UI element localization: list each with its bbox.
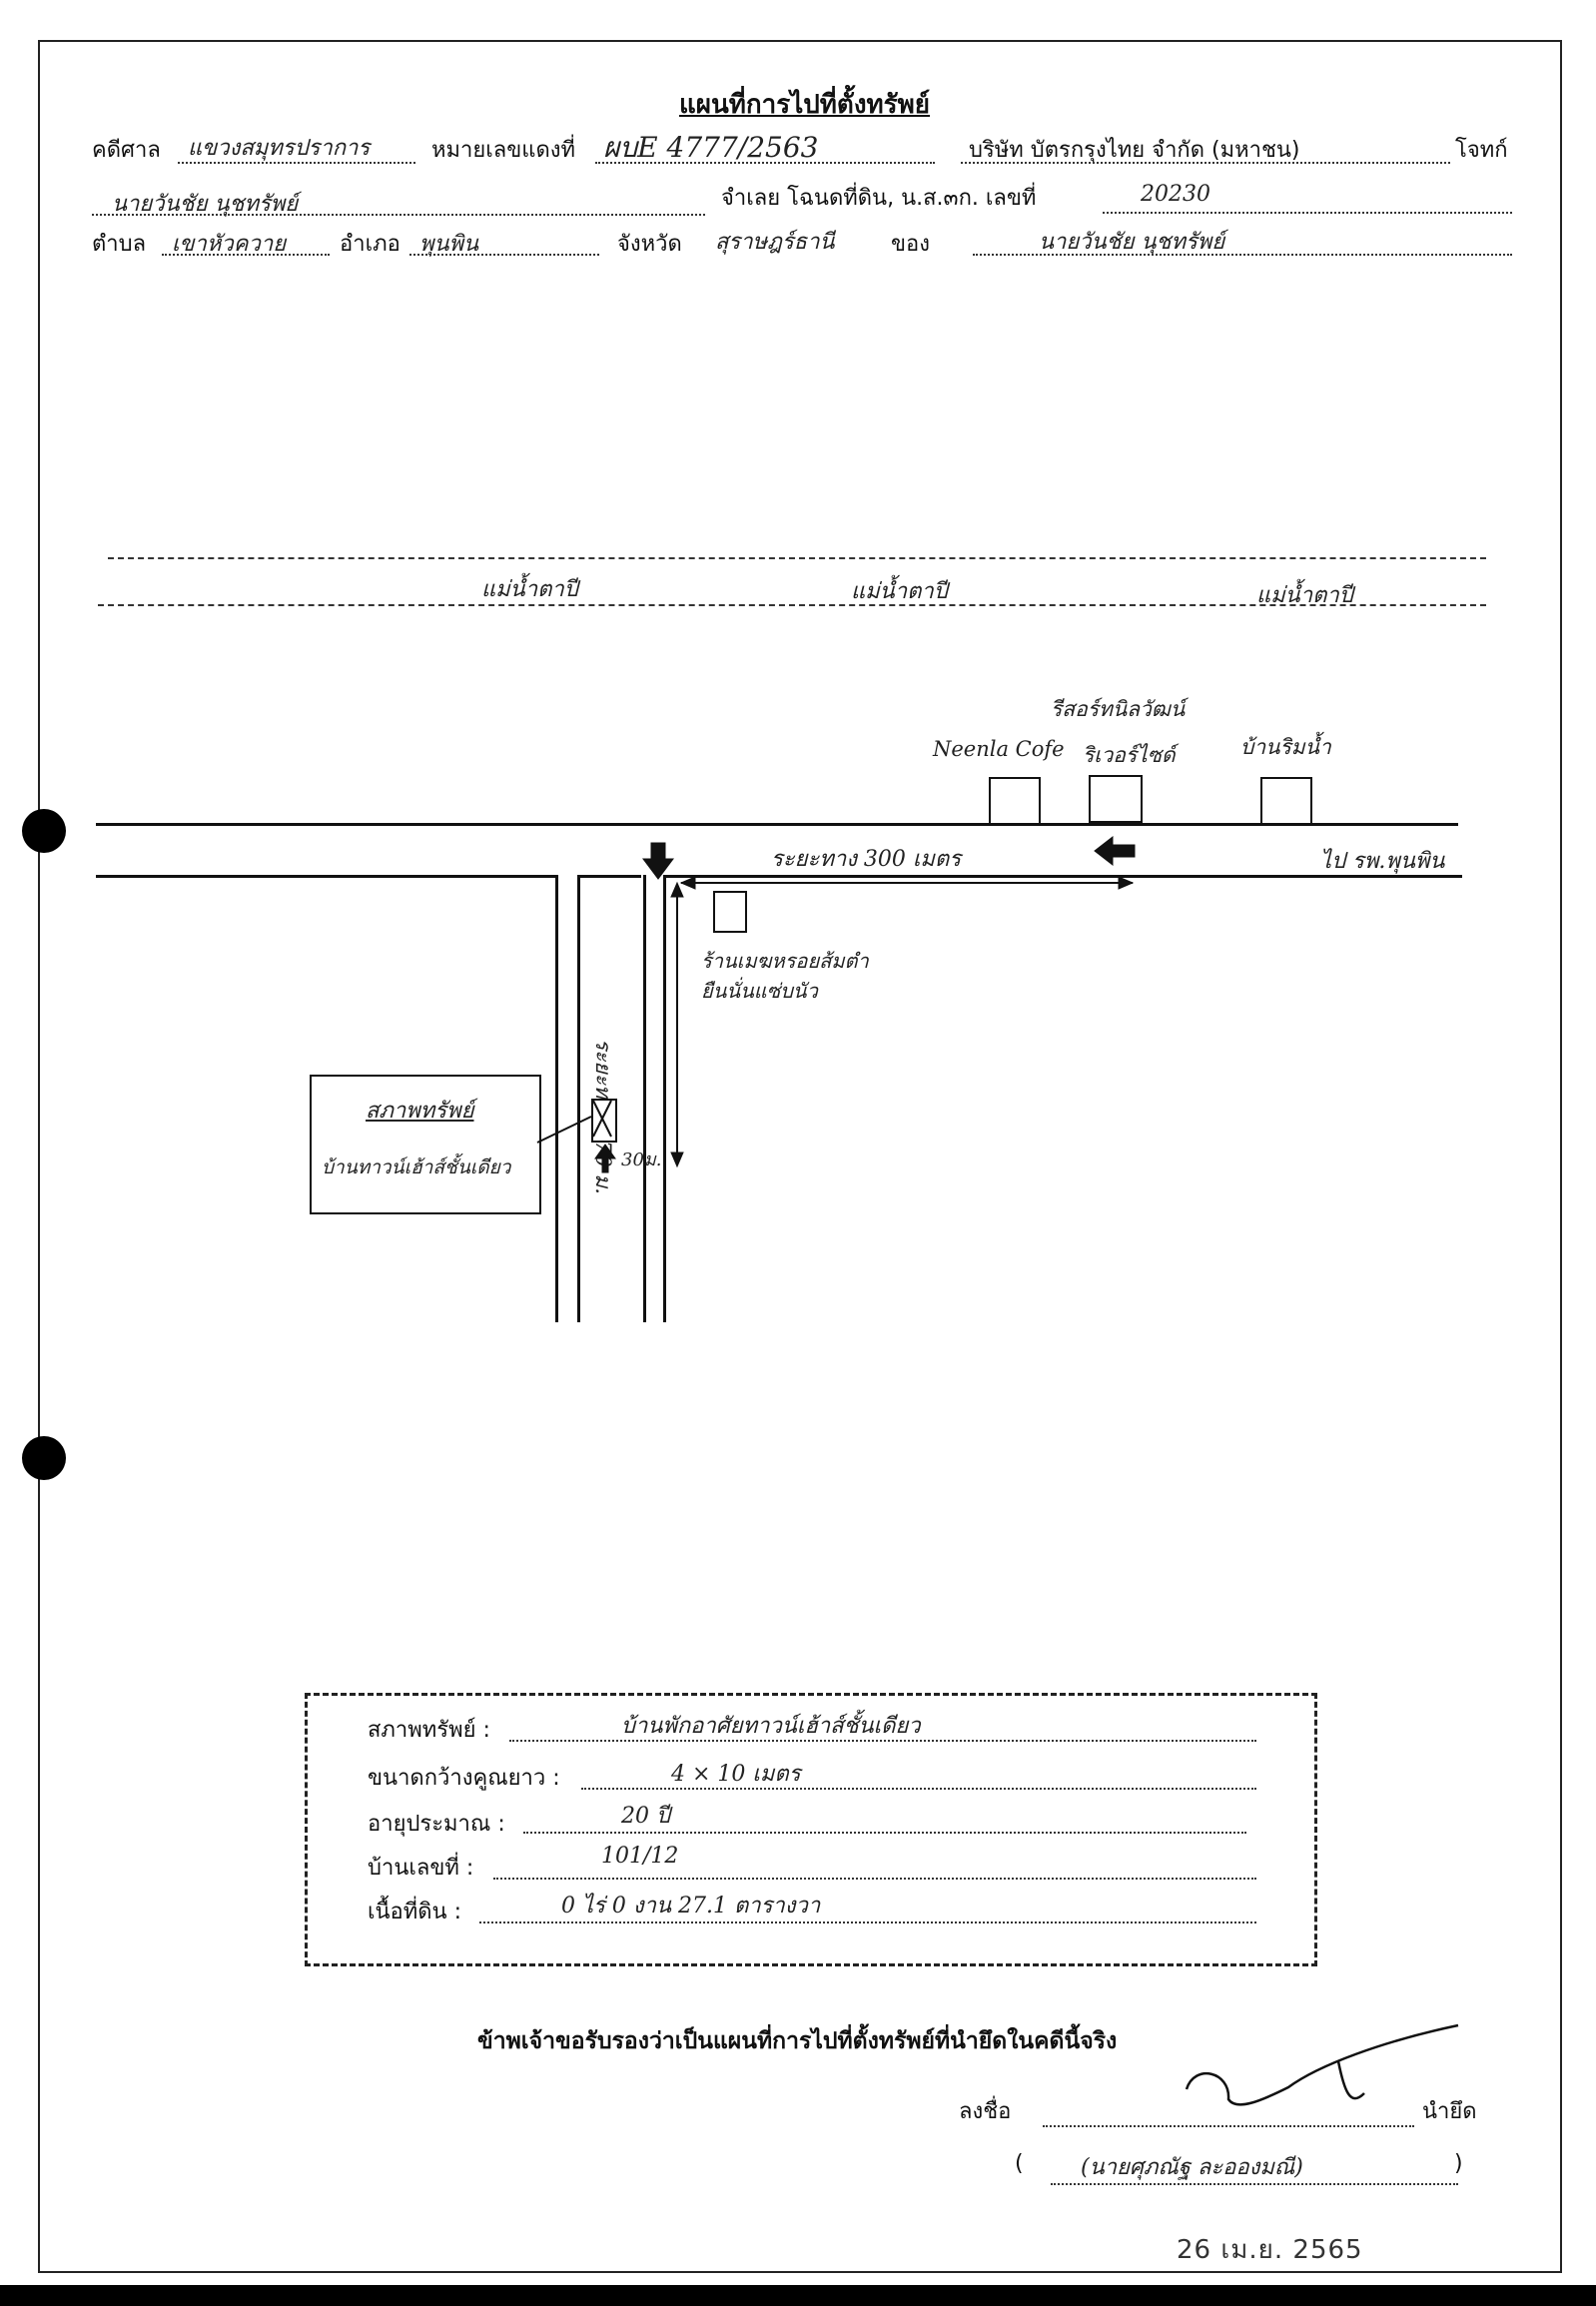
case-label: คดีศาล bbox=[92, 138, 161, 163]
document-page bbox=[38, 40, 1562, 2273]
property-info-box bbox=[305, 1693, 1317, 1966]
size-dotline bbox=[581, 1788, 1256, 1790]
subdistrict-dotline bbox=[162, 254, 330, 256]
owner-value: นายวันชัย นุชทรัพย์ bbox=[1039, 230, 1225, 255]
plaintiff-value: บริษัท บัตรกรุงไทย จำกัด (มหาชน) bbox=[969, 138, 1300, 163]
red-no-label: หมายเลขแดงที่ bbox=[431, 138, 575, 163]
court-dotline bbox=[178, 162, 415, 164]
resort-building bbox=[1089, 775, 1143, 823]
close-paren: ) bbox=[1454, 2151, 1463, 2176]
house-no-value: 101/12 bbox=[601, 1844, 679, 1869]
title-deed-dotline bbox=[1103, 212, 1512, 214]
subdistrict-label: ตำบล bbox=[92, 232, 147, 257]
soi-entrance bbox=[577, 875, 641, 878]
baanrimnam-label: บ้านริมน้ำ bbox=[1240, 735, 1331, 759]
signer-dotline bbox=[1051, 2183, 1458, 2185]
river-label-1: แม่น้ำตาปี bbox=[481, 577, 578, 602]
side-road-left-edge bbox=[555, 875, 558, 1322]
resort-label: รีสอร์ทนิลวัฒน์ bbox=[1051, 697, 1186, 721]
scan-edge-band bbox=[0, 2285, 1596, 2306]
size-label: ขนาดกว้างคูณยาว : bbox=[368, 1766, 560, 1791]
baanrimnam-building bbox=[1260, 777, 1312, 825]
red-no-dotline bbox=[595, 162, 935, 164]
main-road-bottom-edge-right bbox=[663, 875, 1462, 878]
owner-dotline bbox=[973, 254, 1512, 256]
punch-hole-bottom bbox=[22, 1436, 66, 1480]
condition-label: สภาพทรัพย์ : bbox=[368, 1718, 490, 1743]
property-callout-desc: บ้านทาวน์เฮ้าส์ชั้นเดียว bbox=[322, 1156, 511, 1178]
distance-300-label: ระยะทาง 300 เมตร bbox=[771, 847, 962, 872]
land-dotline bbox=[479, 1922, 1256, 1923]
province-value: สุราษฎร์ธานี bbox=[715, 230, 835, 255]
land-value: 0 ไร่ 0 งาน 27.1 ตารางวา bbox=[561, 1894, 821, 1919]
defendant-dotline bbox=[92, 214, 705, 216]
age-label: อายุประมาณ : bbox=[368, 1812, 505, 1837]
title-deed-value: 20230 bbox=[1141, 182, 1210, 207]
signer-name: (นายศุภณัฐ ละอองมณี) bbox=[1081, 2155, 1303, 2180]
house-no-dotline bbox=[493, 1878, 1256, 1880]
title-deed-label: จำเลย โฉนดที่ดิน, น.ส.๓ก. เลขที่ bbox=[721, 186, 1037, 211]
court-value: แขวงสมุทรปราการ bbox=[188, 136, 371, 161]
size-value: 4 × 10 เมตร bbox=[671, 1762, 801, 1787]
shop-building bbox=[713, 891, 747, 933]
age-dotline bbox=[523, 1832, 1246, 1834]
stamp-date: 26 เม.ย. 2565 bbox=[1177, 2235, 1363, 2265]
sign-label: ลงชื่อ bbox=[959, 2099, 1012, 2124]
soi-west-edge bbox=[643, 875, 646, 1322]
shop-label-line1: ร้านเมฆหรอยส้มตำ bbox=[701, 949, 869, 973]
property-marker bbox=[591, 1099, 617, 1143]
side-road-left-inner bbox=[577, 875, 580, 1322]
shop-label-line2: ยืนนั่นแซ่บนัว bbox=[701, 979, 818, 1003]
land-label: เนื้อที่ดิน : bbox=[368, 1900, 462, 1924]
sign-role: นำยึด bbox=[1422, 2099, 1477, 2124]
sign-dotline bbox=[1043, 2125, 1414, 2127]
certify-statement: ข้าพเจ้าขอรับรองว่าเป็นแผนที่การไปที่ตั้… bbox=[477, 2028, 1118, 2054]
owner-label: ของ bbox=[891, 232, 930, 257]
house-no-label: บ้านเลขที่ : bbox=[368, 1856, 474, 1881]
plaintiff-dotline bbox=[961, 162, 1450, 164]
property-callout bbox=[310, 1075, 541, 1214]
riverside-label: ริเวอร์ไซด์ bbox=[1083, 743, 1176, 767]
subdistrict-value: เขาหัวควาย bbox=[172, 232, 287, 257]
river-label-3: แม่น้ำตาปี bbox=[1256, 583, 1353, 608]
soi-east-edge bbox=[663, 875, 666, 1322]
defendant-value: นายวันชัย นุชทรัพย์ bbox=[112, 192, 299, 217]
to-punpin-label: ไป รพ.พุนพิน bbox=[1320, 849, 1445, 874]
province-label: จังหวัด bbox=[617, 232, 682, 257]
plaintiff-label: โจทก์ bbox=[1455, 138, 1508, 163]
river-label-2: แม่น้ำตาปี bbox=[851, 579, 948, 604]
punch-hole-top bbox=[22, 809, 66, 853]
river-bank-top bbox=[108, 557, 1486, 559]
condition-dotline bbox=[509, 1740, 1256, 1742]
district-label: อำเภอ bbox=[340, 232, 400, 257]
neenla-building bbox=[989, 777, 1041, 825]
age-value: 20 ปี bbox=[621, 1804, 670, 1829]
open-paren: ( bbox=[1015, 2151, 1024, 2176]
district-value: พุนพิน bbox=[419, 232, 479, 257]
document-title: แผนที่การไปที่ตั้งทรัพย์ bbox=[679, 90, 930, 120]
main-road-top-edge bbox=[96, 823, 1458, 826]
district-dotline bbox=[409, 254, 599, 256]
main-road-bottom-edge-left bbox=[96, 875, 555, 878]
river-bank-bottom bbox=[98, 604, 1486, 606]
neenla-label: Neenla Cofe bbox=[933, 737, 1065, 761]
red-no-value: ผบE 4777/2563 bbox=[603, 131, 819, 164]
property-callout-title: สภาพทรัพย์ bbox=[366, 1099, 474, 1124]
distance-30-label: 30ม. bbox=[621, 1150, 662, 1170]
condition-value: บ้านพักอาศัยทาวน์เฮ้าส์ชั้นเดียว bbox=[621, 1714, 921, 1739]
